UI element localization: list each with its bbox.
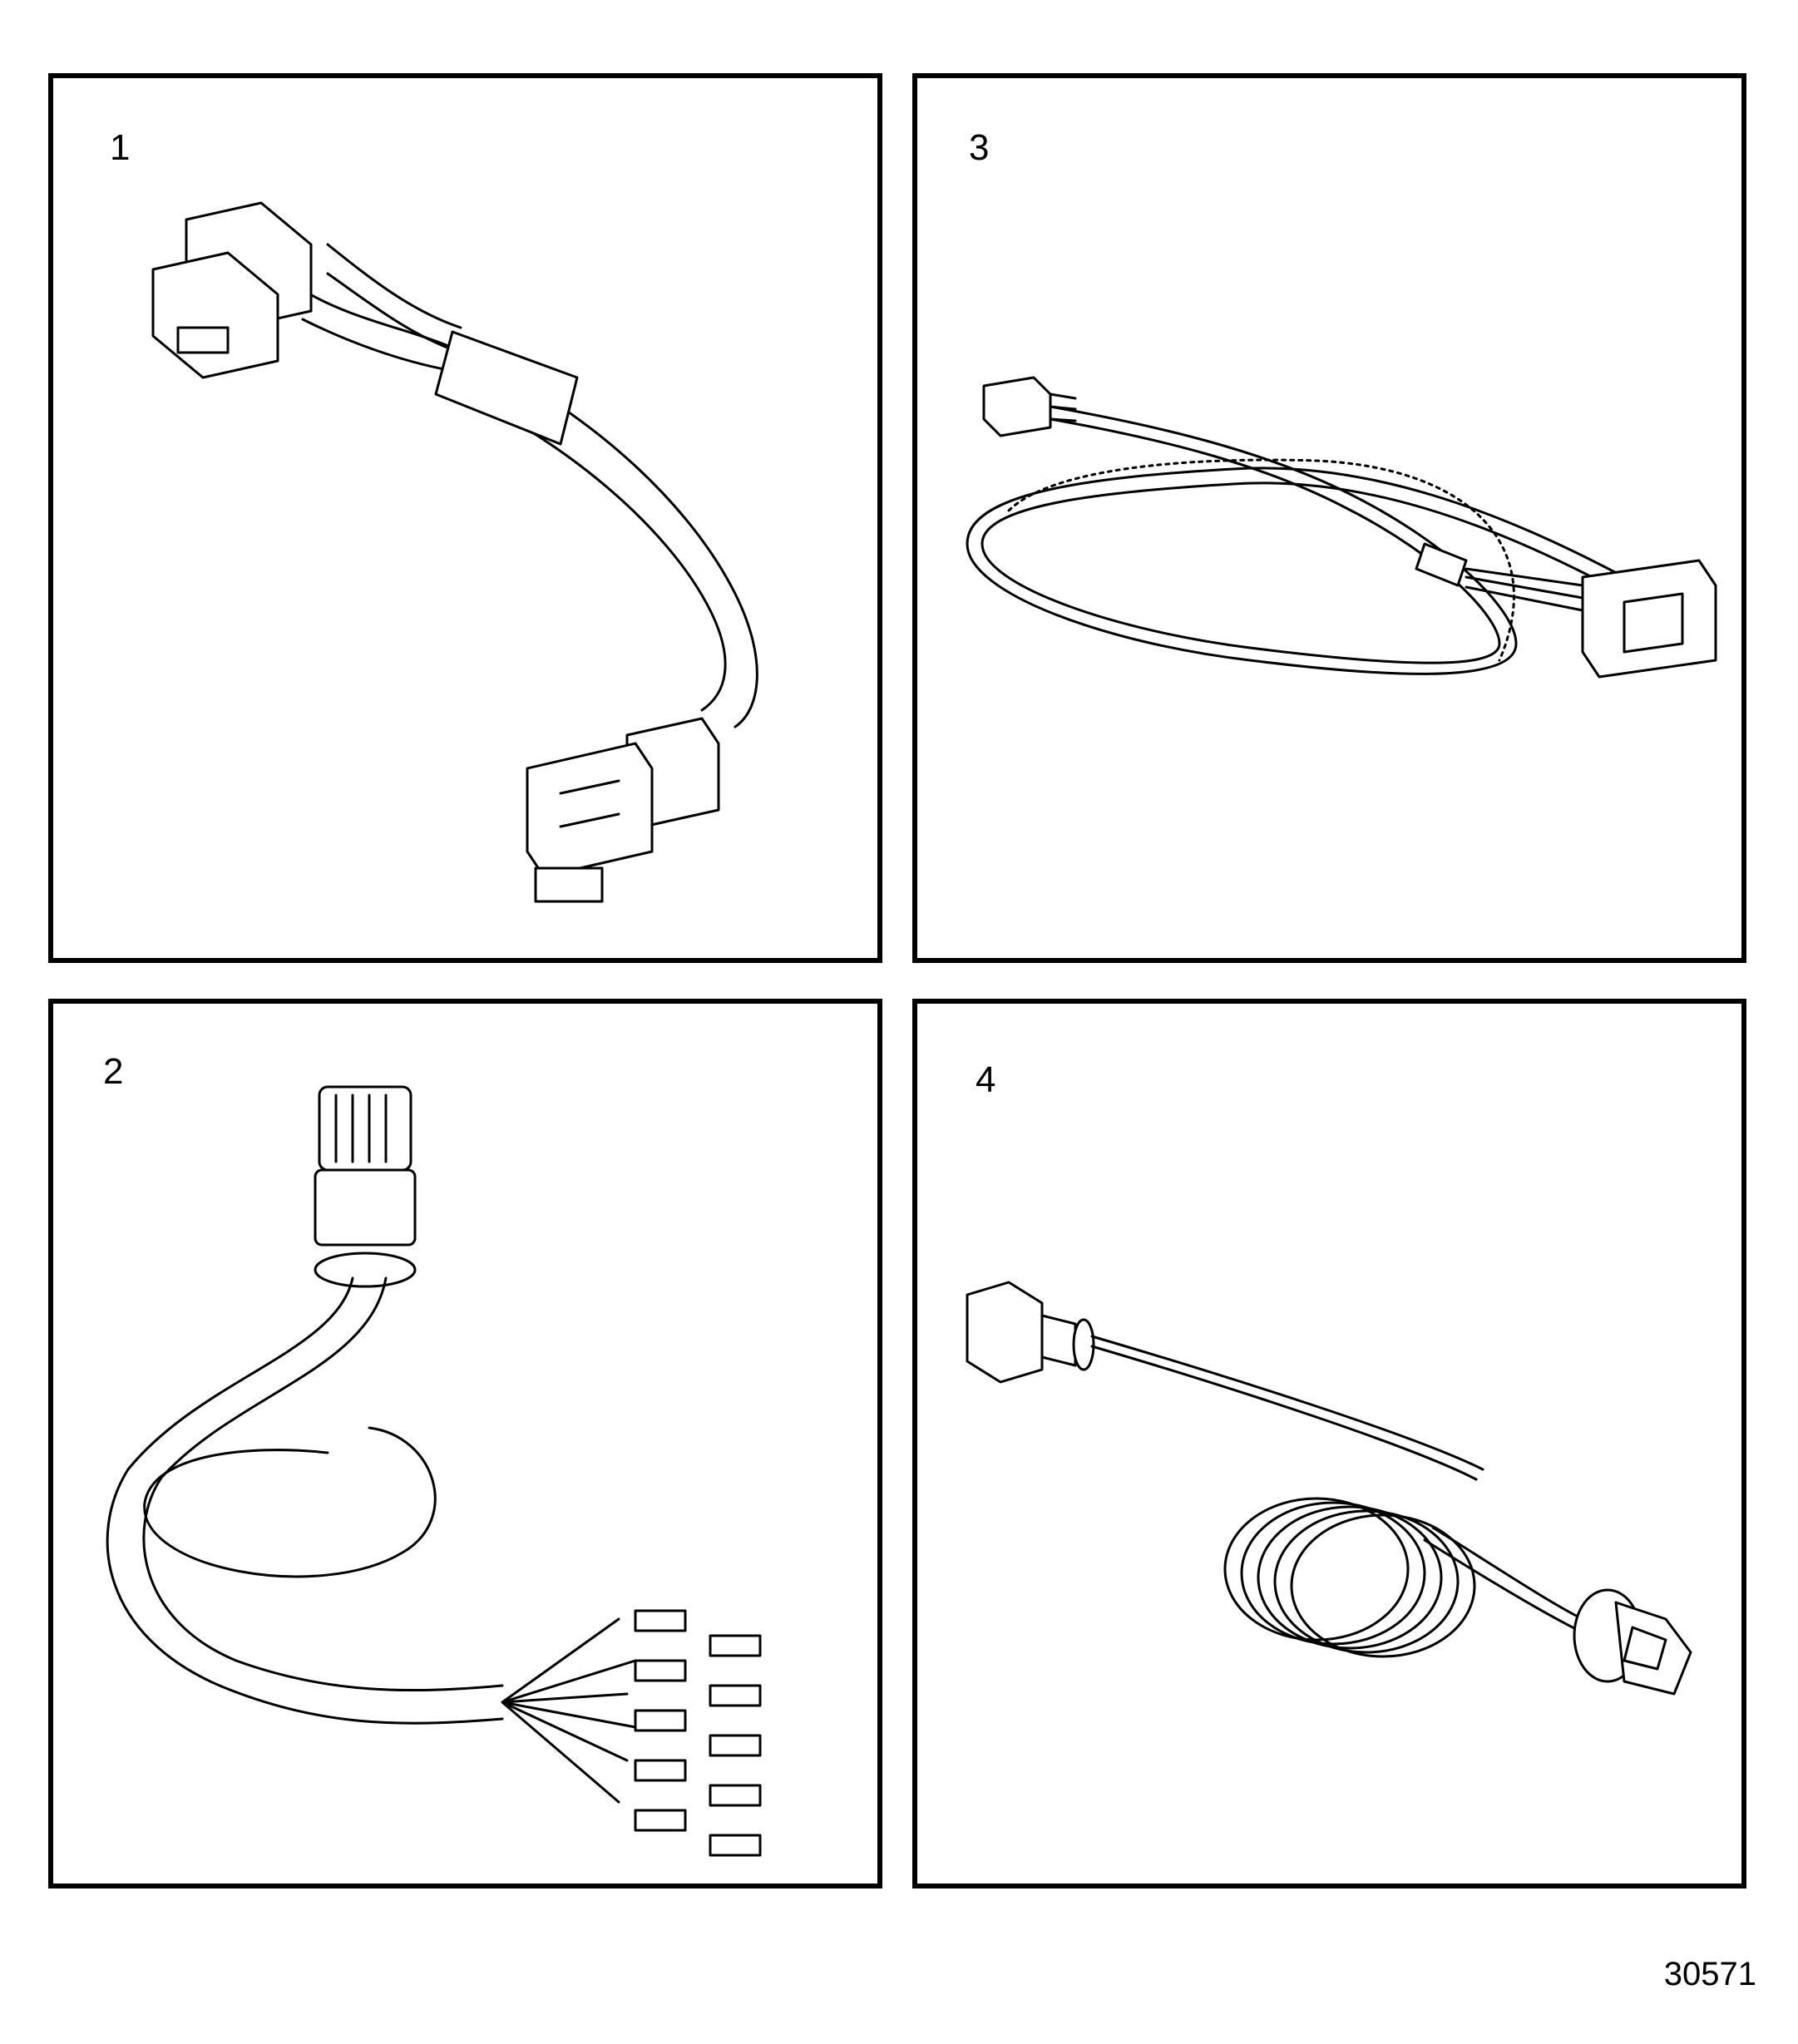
breakout-harness-cable-icon: [106, 1085, 762, 1857]
panel-number: 3: [969, 127, 990, 168]
coiled-sensor-cable-icon: [966, 1281, 1692, 1696]
y-harness-cable-icon: [151, 201, 758, 903]
panel-1: 1: [48, 73, 882, 963]
panel-number: 2: [103, 1051, 124, 1092]
panel-3: 3: [912, 73, 1746, 963]
panel-number: 1: [110, 127, 131, 168]
panel-number: 4: [976, 1059, 996, 1100]
figure-id: 30571: [1663, 1956, 1756, 1992]
panel-4: 4: [912, 999, 1746, 1888]
braided-harness-cable-icon: [966, 376, 1717, 679]
panel-2: 2: [48, 999, 882, 1888]
